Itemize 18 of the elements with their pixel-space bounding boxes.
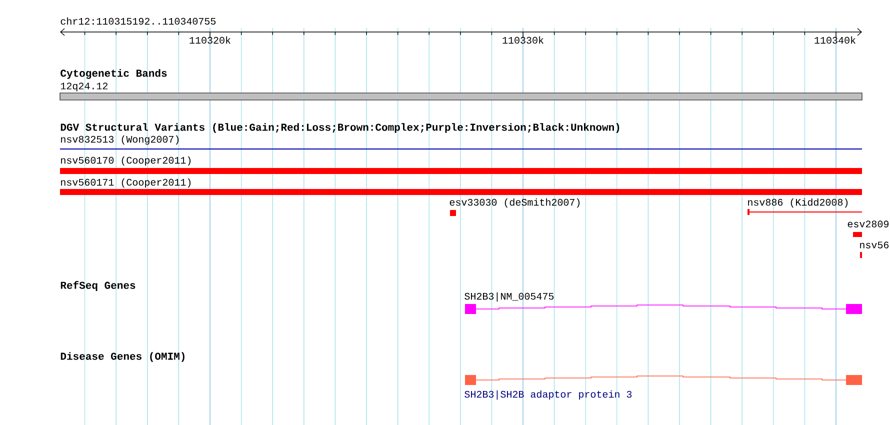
band-label: 12q24.12 (60, 82, 108, 92)
feature-label: nsv560170 (Cooper2011) (61, 156, 191, 166)
tick-label: 110320k (190, 36, 230, 44)
feature-label: esv2809 (848, 220, 889, 228)
track-title: Disease Genes (OMIM) (60, 352, 184, 362)
locus-label: chr12:110315192..110340755 (60, 17, 216, 25)
tick-label: 110330k (502, 36, 544, 44)
feature-label: nsv56 (860, 242, 889, 248)
feature-label: nsv886 (Kidd2008) (748, 198, 848, 208)
track-title: RefSeq Genes (60, 281, 136, 291)
feature-label: nsv832513 (Wong2007) (61, 135, 179, 145)
feature-label: esv33030 (deSmith2007) (450, 198, 580, 208)
gene-label: SH2B3|NM_005475 (464, 292, 554, 302)
track-title: Cytogenetic Bands (60, 69, 167, 79)
track-title: DGV Structural Variants (Blue:Gain;Red:Loss;Brown:Complex;Purple:Inversion;Black:Unknown) (60, 123, 620, 133)
gene-label: SH2B3|SH2B adaptor protein 3 (464, 390, 632, 400)
feature-label: nsv560171 (Cooper2011) (61, 178, 191, 188)
tick-label: 110340k (814, 36, 856, 44)
